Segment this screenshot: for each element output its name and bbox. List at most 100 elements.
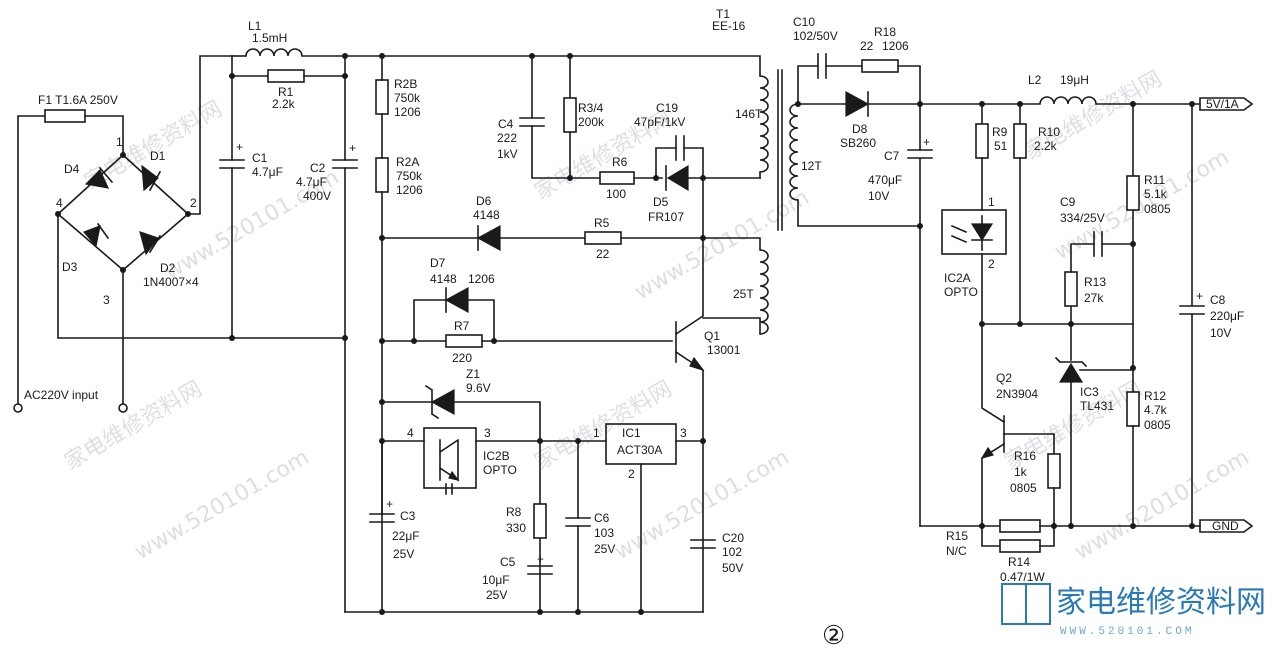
svg-text:4.7k: 4.7k <box>1144 403 1168 417</box>
svg-text:IC3: IC3 <box>1080 385 1099 399</box>
svg-text:1kV: 1kV <box>497 147 518 161</box>
svg-text:R8: R8 <box>506 505 522 519</box>
svg-text:Z1: Z1 <box>466 367 480 381</box>
svg-text:25T: 25T <box>733 287 754 301</box>
svg-text:4148: 4148 <box>473 208 500 222</box>
svg-text:D7: D7 <box>430 256 446 270</box>
svg-text:R3/4: R3/4 <box>578 101 604 115</box>
svg-text:C8: C8 <box>1210 293 1226 307</box>
svg-text:3: 3 <box>680 426 687 440</box>
svg-text:103: 103 <box>594 526 614 540</box>
svg-text:3: 3 <box>484 426 491 440</box>
svg-text:C5: C5 <box>500 555 516 569</box>
svg-text:750k: 750k <box>394 91 421 105</box>
diode-D1 <box>141 164 162 192</box>
svg-text:200k: 200k <box>578 115 605 129</box>
svg-text:4.7μF: 4.7μF <box>296 175 327 189</box>
svg-text:C7: C7 <box>884 149 900 163</box>
svg-text:L1: L1 <box>248 19 262 33</box>
svg-text:C10: C10 <box>793 15 815 29</box>
svg-text:22μF: 22μF <box>392 529 420 543</box>
svg-text:FR107: FR107 <box>648 210 684 224</box>
svg-text:IC2B: IC2B <box>483 449 510 463</box>
svg-text:0805: 0805 <box>1144 202 1171 216</box>
watermark-text: www.520101.com <box>1071 445 1254 565</box>
svg-text:+: + <box>386 497 393 511</box>
svg-text:100: 100 <box>606 187 626 201</box>
svg-text:9.6V: 9.6V <box>466 381 491 395</box>
svg-text:1: 1 <box>988 195 995 209</box>
svg-text:N/C: N/C <box>946 544 967 558</box>
svg-text:1206: 1206 <box>882 39 909 53</box>
svg-text:R15: R15 <box>946 529 968 543</box>
svg-text:25V: 25V <box>486 588 507 602</box>
svg-text:2N3904: 2N3904 <box>996 387 1038 401</box>
svg-text:IC1: IC1 <box>622 426 641 440</box>
input-section: AC220V input F1 T1.6A 250V D4 D1 D3 D2 1… <box>13 55 233 413</box>
svg-text:SB260: SB260 <box>840 136 876 150</box>
diode-D2 <box>139 231 162 256</box>
svg-text:10μF: 10μF <box>482 573 510 587</box>
svg-text:0805: 0805 <box>1010 481 1037 495</box>
diode-D4 <box>84 166 114 189</box>
svg-text:AC220V input: AC220V input <box>24 388 99 402</box>
svg-text:0.47/1W: 0.47/1W <box>1000 570 1045 584</box>
svg-text:22: 22 <box>596 247 610 261</box>
svg-text:4148: 4148 <box>430 272 457 286</box>
svg-text:51: 51 <box>994 139 1008 153</box>
svg-text:D2: D2 <box>160 261 176 275</box>
svg-text:146T: 146T <box>735 107 763 121</box>
svg-text:R10: R10 <box>1038 125 1060 139</box>
svg-text:ACT30A: ACT30A <box>617 443 662 457</box>
svg-text:+: + <box>537 552 544 566</box>
svg-text:50V: 50V <box>722 561 743 575</box>
svg-text:R13: R13 <box>1084 275 1106 289</box>
svg-text:F1 T1.6A 250V: F1 T1.6A 250V <box>38 93 118 107</box>
svg-text:1N4007×4: 1N4007×4 <box>143 275 199 289</box>
svg-text:1.5mH: 1.5mH <box>252 31 287 45</box>
svg-text:470μF: 470μF <box>868 173 902 187</box>
svg-text:R18: R18 <box>874 25 896 39</box>
svg-text:C19: C19 <box>656 101 678 115</box>
svg-text:12T: 12T <box>801 159 822 173</box>
svg-text:R16: R16 <box>1014 449 1036 463</box>
svg-text:25V: 25V <box>393 547 414 561</box>
svg-text:4: 4 <box>56 196 63 210</box>
secondary-section: 12T C10 102/50V R18 22 1206 D8 SB260 + C… <box>789 15 1254 584</box>
svg-text:102/50V: 102/50V <box>793 29 838 43</box>
svg-text:2.2k: 2.2k <box>272 97 296 111</box>
svg-text:R2A: R2A <box>396 155 419 169</box>
svg-text:47pF/1kV: 47pF/1kV <box>634 115 685 129</box>
svg-text:1206: 1206 <box>396 183 423 197</box>
diode-D3 <box>82 222 110 248</box>
svg-text:400V: 400V <box>303 189 331 203</box>
svg-text:C6: C6 <box>594 511 610 525</box>
svg-text:C1: C1 <box>252 151 268 165</box>
svg-text:R1: R1 <box>278 85 294 99</box>
svg-text:L2: L2 <box>1028 73 1042 87</box>
svg-text:27k: 27k <box>1084 291 1104 305</box>
svg-text:R2B: R2B <box>394 77 417 91</box>
svg-text:R5: R5 <box>594 216 610 230</box>
brand-logo: 家电维修资料网 WWW.520101.COM <box>1001 583 1266 638</box>
svg-text:10V: 10V <box>1210 326 1231 340</box>
svg-text:C3: C3 <box>400 509 416 523</box>
svg-text:334/25V: 334/25V <box>1060 211 1105 225</box>
watermark-text: www.520101.com <box>611 445 794 565</box>
svg-text:2.2k: 2.2k <box>1034 139 1058 153</box>
svg-text:1k: 1k <box>1014 465 1028 479</box>
watermark-text: 家电维修资料网 <box>531 377 677 476</box>
svg-text:Q1: Q1 <box>704 329 720 343</box>
svg-text:GND: GND <box>1212 519 1239 533</box>
svg-text:0805: 0805 <box>1144 418 1171 432</box>
svg-text:OPTO: OPTO <box>944 285 978 299</box>
watermark-text: www.520101.com <box>1051 145 1234 265</box>
svg-text:22: 22 <box>860 39 874 53</box>
svg-text:+: + <box>349 141 356 155</box>
svg-text:C9: C9 <box>1060 195 1076 209</box>
svg-text:D1: D1 <box>150 149 166 163</box>
svg-text:2: 2 <box>988 257 995 271</box>
svg-text:4: 4 <box>407 426 414 440</box>
svg-text:222: 222 <box>497 131 517 145</box>
